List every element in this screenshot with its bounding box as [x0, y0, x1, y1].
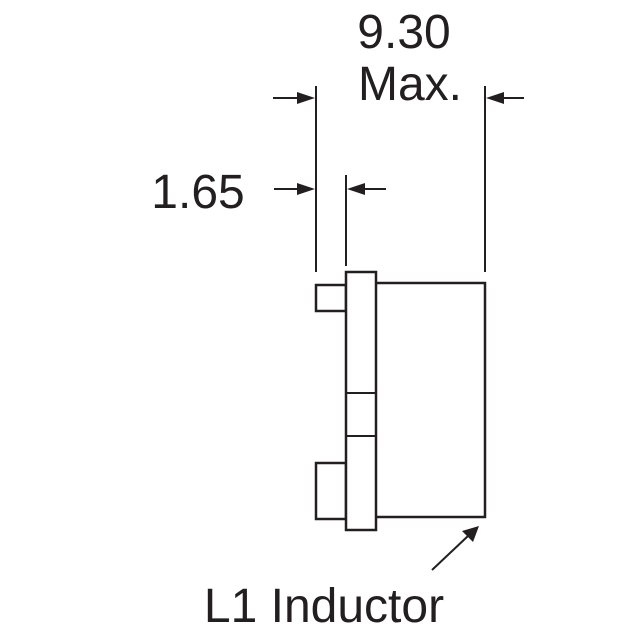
overall-width-dimension: 9.30 Max.	[273, 6, 524, 272]
overall-width-value: 9.30	[357, 6, 450, 59]
offset-left-arrow	[297, 183, 315, 195]
mounting-flange	[344, 270, 378, 532]
callout-arrow	[462, 526, 479, 542]
callout-leader	[431, 535, 469, 571]
lead-offset-value: 1.65	[151, 166, 244, 219]
lower-lead	[314, 461, 348, 521]
overall-right-arrow	[486, 92, 504, 104]
component-label: L1 Inductor	[204, 580, 444, 633]
overall-width-qualifier: Max.	[358, 58, 462, 111]
upper-lead	[314, 283, 348, 313]
lead-offset-dimension: 1.65	[151, 166, 386, 266]
inductor-outline	[314, 270, 487, 532]
component-callout: L1 Inductor	[204, 526, 479, 633]
overall-left-arrow	[297, 92, 315, 104]
inductor-body	[373, 281, 487, 519]
offset-right-arrow	[347, 183, 365, 195]
